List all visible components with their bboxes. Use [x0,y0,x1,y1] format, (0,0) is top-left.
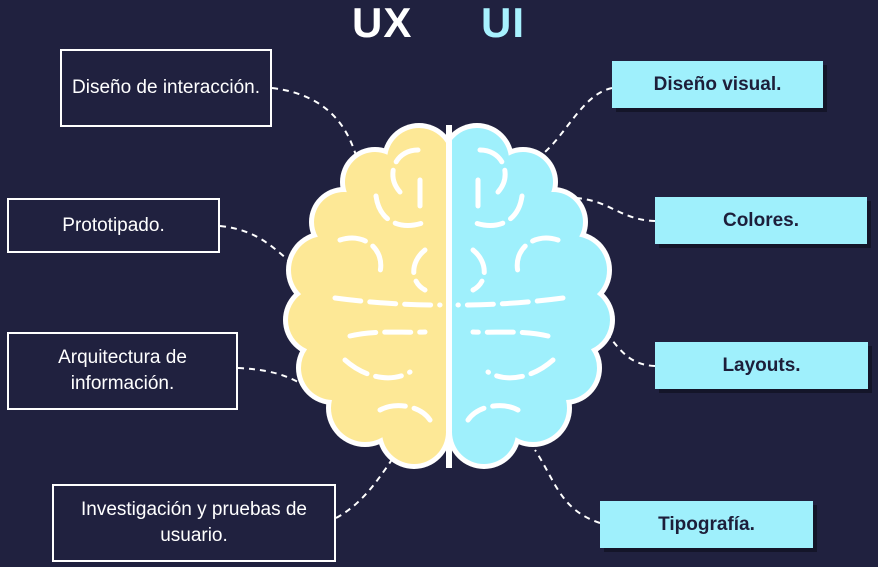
ui-title: UI [481,0,525,46]
ui-item-diseno-visual: Diseño visual. [612,61,823,108]
connector-prototipado [219,225,301,271]
ui-item-colores: Colores. [655,197,867,244]
ux-item-interaccion: Diseño de interacción. [60,49,272,127]
ux-item-investigacion: Investigación y pruebas de usuario. [52,484,336,562]
ux-title: UX [352,0,413,46]
ui-item-layouts: Layouts. [655,342,868,389]
ux-item-prototipado: Prototipado. [7,198,220,253]
ux-item-arquitectura: Arquitectura de información. [7,332,238,410]
connector-interaccion [271,87,361,173]
connector-layouts [607,334,656,367]
connector-tipografia [534,449,601,524]
ui-item-tipografia: Tipografía. [600,501,813,548]
